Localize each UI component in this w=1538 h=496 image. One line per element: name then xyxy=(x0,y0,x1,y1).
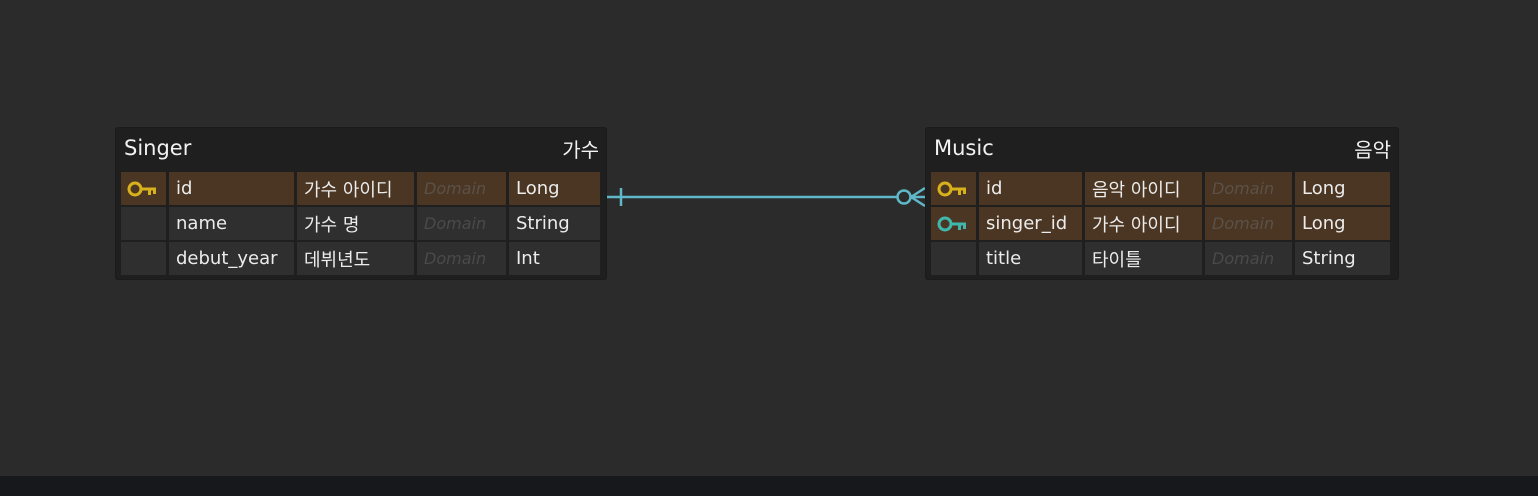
column-domain: Domain xyxy=(1205,172,1292,205)
foreign-key-icon xyxy=(937,216,966,231)
entity-singer[interactable]: Singer 가수 id 가수 아이디 Domain Long name 가수 … xyxy=(116,128,606,279)
column-type: String xyxy=(1295,242,1390,275)
column-type: Int xyxy=(509,242,600,275)
column-logical-name: 가수 명 xyxy=(297,207,414,240)
column-row-debut-year[interactable]: debut_year 데뷔년도 Domain Int xyxy=(121,242,601,275)
entity-name: Music xyxy=(934,136,994,160)
column-domain: Domain xyxy=(417,242,506,275)
column-name: title xyxy=(979,242,1082,275)
column-name: id xyxy=(979,172,1082,205)
entity-header: Music 음악 xyxy=(926,128,1398,168)
key-cell xyxy=(931,172,976,205)
column-logical-name: 가수 아이디 xyxy=(297,172,414,205)
column-logical-name: 데뷔년도 xyxy=(297,242,414,275)
column-domain: Domain xyxy=(417,207,506,240)
column-type: Long xyxy=(1295,207,1390,240)
column-domain: Domain xyxy=(1205,207,1292,240)
entity-header: Singer 가수 xyxy=(116,128,606,168)
entity-logical-name: 가수 xyxy=(562,137,599,162)
key-cell xyxy=(121,172,166,205)
column-row-id[interactable]: id 가수 아이디 Domain Long xyxy=(121,172,601,205)
key-cell xyxy=(931,207,976,240)
column-logical-name: 가수 아이디 xyxy=(1085,207,1202,240)
entity-music[interactable]: Music 음악 id 음악 아이디 Domain Long xyxy=(926,128,1398,279)
entity-name: Singer xyxy=(124,136,192,160)
bottom-status-bar xyxy=(0,476,1538,496)
column-type: Long xyxy=(509,172,600,205)
key-cell xyxy=(121,242,166,275)
column-type: String xyxy=(509,207,600,240)
column-domain: Domain xyxy=(1205,242,1292,275)
key-cell xyxy=(931,242,976,275)
primary-key-icon xyxy=(937,181,966,196)
column-logical-name: 음악 아이디 xyxy=(1085,172,1202,205)
primary-key-icon xyxy=(127,181,156,196)
key-cell xyxy=(121,207,166,240)
entity-logical-name: 음악 xyxy=(1354,137,1391,162)
column-type: Long xyxy=(1295,172,1390,205)
column-name: debut_year xyxy=(169,242,294,275)
relationship-line[interactable] xyxy=(0,0,1538,476)
column-row-title[interactable]: title 타이틀 Domain String xyxy=(931,242,1393,275)
column-domain: Domain xyxy=(417,172,506,205)
column-name: name xyxy=(169,207,294,240)
column-row-id[interactable]: id 음악 아이디 Domain Long xyxy=(931,172,1393,205)
column-name: id xyxy=(169,172,294,205)
column-name: singer_id xyxy=(979,207,1082,240)
column-row-singer-id[interactable]: singer_id 가수 아이디 Domain Long xyxy=(931,207,1393,240)
column-logical-name: 타이틀 xyxy=(1085,242,1202,275)
column-row-name[interactable]: name 가수 명 Domain String xyxy=(121,207,601,240)
